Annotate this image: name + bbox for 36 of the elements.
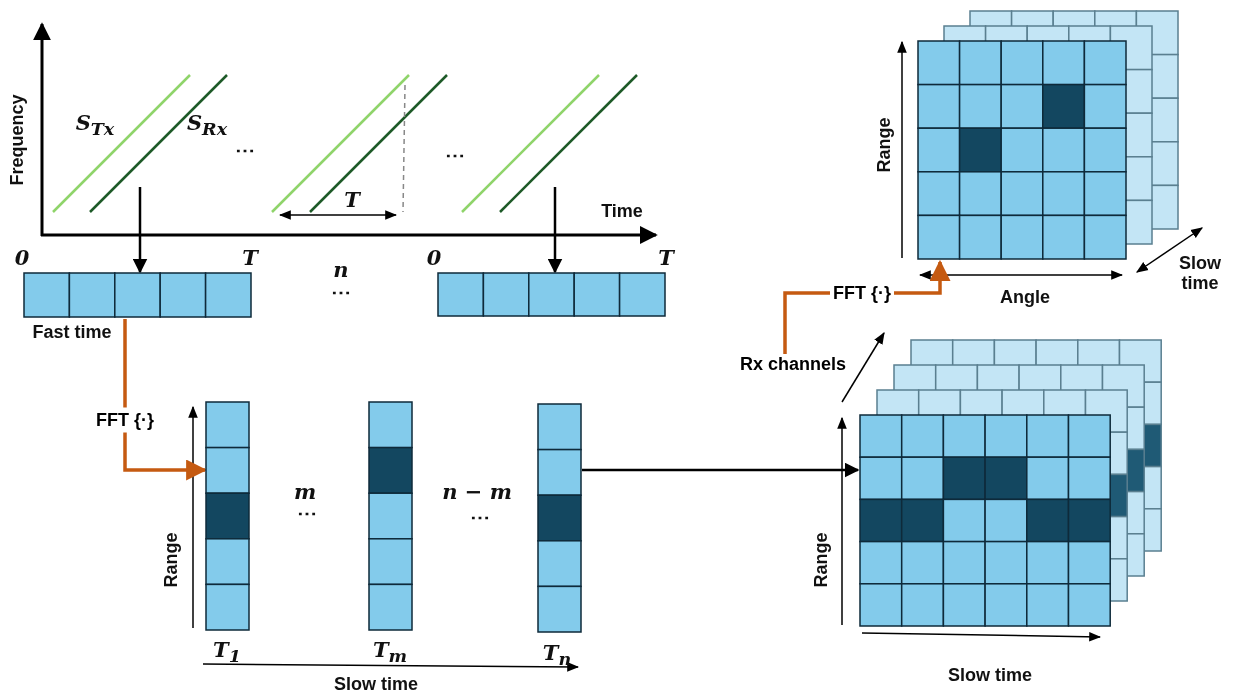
math-symbol: T$_{n}$ xyxy=(542,640,572,670)
ellipsis: ⋯ xyxy=(331,281,351,303)
axis-label: Slow time xyxy=(1178,254,1222,294)
axis-label: Rx channels xyxy=(733,354,853,380)
axis-label: Frequency xyxy=(8,94,28,186)
data-cube xyxy=(858,339,1164,629)
data-vector xyxy=(205,401,250,631)
ellipsis: ⋯ xyxy=(445,144,465,166)
axis-label: Fast time xyxy=(32,323,112,343)
axis-label: Time xyxy=(601,202,643,222)
axis-label: Slow time xyxy=(948,666,1032,686)
ellipsis: ⋯ xyxy=(470,506,490,528)
axis-label: Slow time xyxy=(334,675,418,695)
math-symbol: T$_{1}$ xyxy=(213,637,241,667)
data-vector xyxy=(23,272,253,319)
math-symbol: T xyxy=(242,246,258,270)
math-symbol: T$_{m}$ xyxy=(372,637,408,667)
arrow xyxy=(547,187,563,274)
math-symbol: n xyxy=(333,258,349,282)
math-symbol: m xyxy=(293,480,317,504)
math-symbol: n − m xyxy=(442,480,512,504)
math-symbol: S$_{Rx}$ xyxy=(186,110,228,140)
math-symbol: 0 xyxy=(14,246,30,270)
data-vector xyxy=(368,401,413,631)
ellipsis: ⋯ xyxy=(297,502,317,524)
math-symbol: 0 xyxy=(426,246,442,270)
data-vector xyxy=(537,403,582,633)
math-symbol: T xyxy=(658,246,674,270)
ellipsis: ⋯ xyxy=(235,139,255,161)
arrow xyxy=(132,187,148,274)
math-symbol: S$_{Tx}$ xyxy=(75,110,115,140)
math-symbol: T xyxy=(344,188,360,212)
data-cube xyxy=(917,10,1179,262)
data-vector xyxy=(437,272,667,318)
axis-label: Angle xyxy=(1000,288,1050,308)
arrow xyxy=(582,462,860,478)
